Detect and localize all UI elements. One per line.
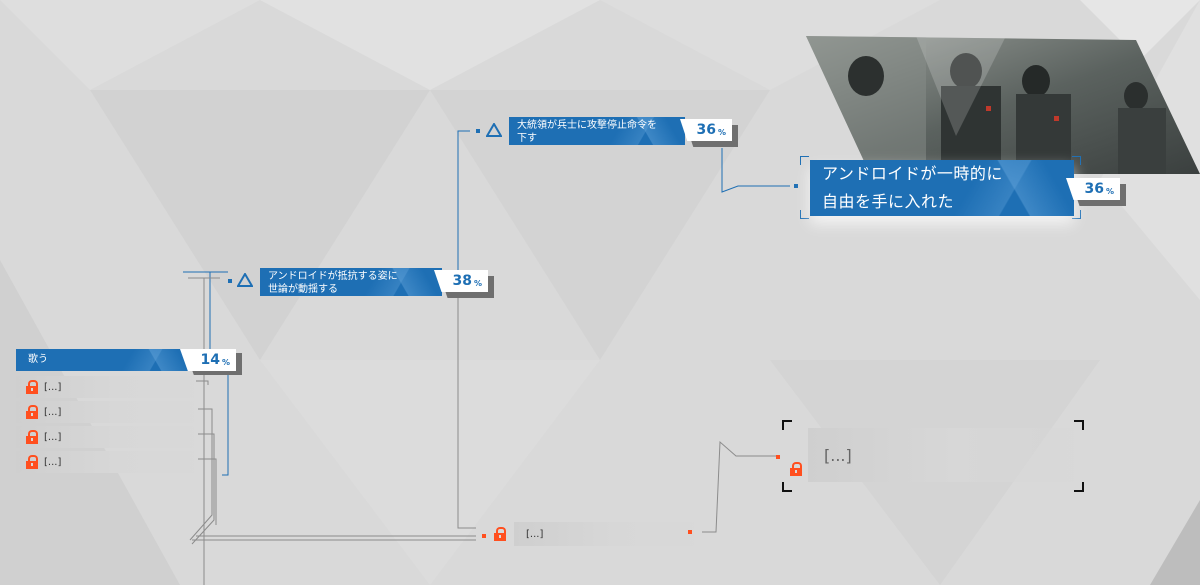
triangle-outline-icon xyxy=(486,123,502,137)
locked-choice-label: [...] xyxy=(824,445,852,465)
node-dot xyxy=(794,184,798,188)
locked-bracket xyxy=(782,482,792,492)
node-dot xyxy=(482,534,486,538)
selection-bracket xyxy=(1072,210,1081,219)
locked-choice-final[interactable]: [...] xyxy=(808,428,1074,482)
percent-badge-freedom: 36% xyxy=(1066,178,1120,200)
node-dot xyxy=(228,279,232,283)
locked-choice-2[interactable]: [...] xyxy=(16,401,194,423)
choice-public-opinion[interactable]: アンドロイドが抵抗する姿に 世論が動揺する xyxy=(260,268,442,296)
percent-value: 14 xyxy=(200,352,220,368)
lock-icon xyxy=(26,430,38,444)
choice-label-line2: 下す xyxy=(517,133,537,144)
locked-choice-label: [...] xyxy=(44,406,62,418)
choice-president-order-text: 大統領が兵士に攻撃停止命令を 下す xyxy=(509,117,685,145)
choice-president-order[interactable]: 大統領が兵士に攻撃停止命令を 下す xyxy=(509,117,685,145)
selection-bracket xyxy=(1072,156,1081,165)
percent-value: 38 xyxy=(452,273,472,289)
choice-androids-freedom[interactable]: アンドロイドが一時的に 自由を手に入れた xyxy=(810,160,1074,216)
locked-bracket xyxy=(782,420,792,430)
locked-choice-label: [...] xyxy=(44,431,62,443)
choice-label-line2: 世論が動揺する xyxy=(268,284,338,295)
locked-choice-4[interactable]: [...] xyxy=(16,451,194,473)
percent-value: 36 xyxy=(1084,181,1104,197)
locked-bracket xyxy=(1074,482,1084,492)
choice-label-line1: 大統領が兵士に攻撃停止命令を xyxy=(517,120,657,131)
percent-symbol: % xyxy=(473,278,482,288)
locked-choice-1[interactable]: [...] xyxy=(16,376,194,398)
lock-icon xyxy=(790,462,802,476)
choice-sing[interactable]: 歌う xyxy=(16,349,196,371)
lock-icon xyxy=(26,380,38,394)
node-dot xyxy=(476,129,480,133)
locked-choice-label: [...] xyxy=(44,381,62,393)
scene-image-soldiers xyxy=(806,36,1200,174)
lock-icon xyxy=(26,455,38,469)
percent-badge-sing: 14% xyxy=(180,349,236,371)
locked-bracket xyxy=(1074,420,1084,430)
node-dot xyxy=(688,530,692,534)
choice-sing-label: 歌う xyxy=(28,354,48,365)
locked-choice-label: [...] xyxy=(44,456,62,468)
percent-badge-public-opinion: 38% xyxy=(434,270,488,292)
choice-public-opinion-text: アンドロイドが抵抗する姿に 世論が動揺する xyxy=(260,268,442,296)
percent-symbol: % xyxy=(717,127,726,137)
choice-label-line2: 自由を手に入れた xyxy=(822,192,955,211)
choice-label-line1: アンドロイドが一時的に xyxy=(822,164,1003,183)
selection-bracket xyxy=(800,156,809,165)
locked-choice-label: [...] xyxy=(526,528,544,540)
percent-symbol: % xyxy=(1105,186,1114,196)
choice-label-line1: アンドロイドが抵抗する姿に xyxy=(268,271,398,282)
percent-badge-president: 36% xyxy=(680,119,732,141)
locked-choice-bottom[interactable]: [...] xyxy=(514,522,694,546)
percent-value: 36 xyxy=(696,122,716,138)
lock-icon xyxy=(26,405,38,419)
triangle-outline-icon xyxy=(237,273,253,287)
node-dot xyxy=(776,455,780,459)
selection-bracket xyxy=(800,210,809,219)
choice-androids-freedom-text: アンドロイドが一時的に 自由を手に入れた xyxy=(810,160,1074,216)
percent-symbol: % xyxy=(221,357,230,367)
locked-choice-3[interactable]: [...] xyxy=(16,426,194,448)
lock-icon xyxy=(494,527,506,541)
